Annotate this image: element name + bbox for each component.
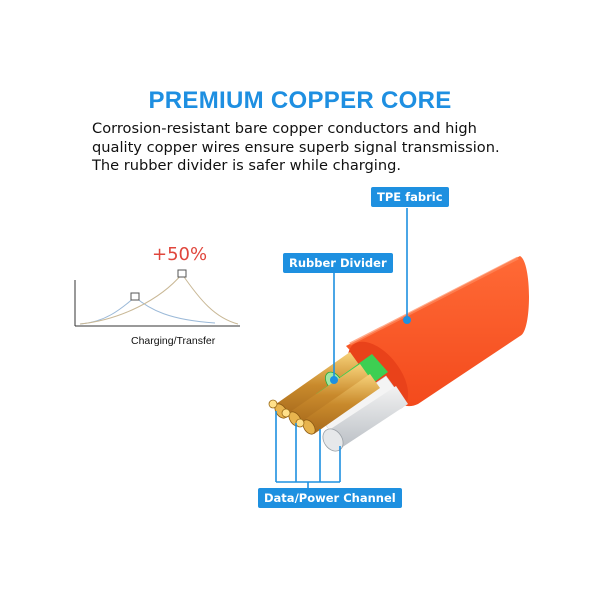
copper-conductor-3-end [302, 419, 316, 435]
wire-tip-1 [268, 399, 278, 409]
rubber-divider-label: Rubber Divider [283, 253, 393, 273]
copper-conductor-3 [304, 374, 380, 434]
leader-lines [275, 208, 411, 490]
tpe-fabric-label: TPE fabric [371, 187, 449, 207]
tpe-leader-dot [403, 316, 411, 324]
graph-caption: Charging/Transfer [131, 335, 216, 347]
copper-conductor-1 [276, 352, 360, 418]
description-line-3: The rubber divider is safer while chargi… [92, 157, 402, 174]
wire-tip-3 [295, 418, 305, 428]
description-line-2: quality copper wires ensure superb signa… [92, 138, 500, 156]
silver-conductor-bundle [326, 386, 408, 450]
wire-tip-2 [281, 408, 291, 418]
increase-label: +50% [152, 244, 208, 265]
divider-leader-dot [330, 376, 338, 384]
improved-peak-marker [177, 269, 187, 278]
headline: PREMIUM COPPER CORE [148, 87, 452, 114]
baseline-peak-marker [130, 292, 140, 301]
conductors [268, 352, 408, 452]
description-line-1: Corrosion-resistant bare copper conducto… [92, 120, 477, 137]
cable-jacket-highlight [349, 256, 519, 346]
copper-conductor-2 [290, 364, 370, 426]
description: Corrosion-resistant bare copper conducto… [92, 120, 522, 176]
data-power-channel-label: Data/Power Channel [258, 488, 402, 508]
